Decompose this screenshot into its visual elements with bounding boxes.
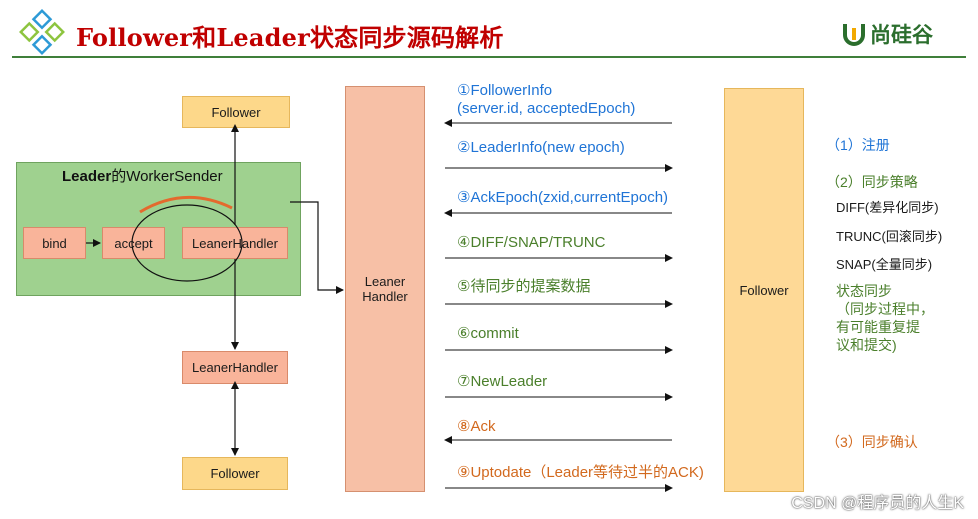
msg-1-line1: ①FollowerInfo [457, 82, 553, 99]
msg-3: ③AckEpoch(zxid,currentEpoch) [457, 189, 669, 206]
note-state-sync-3: 有可能重复提 [836, 319, 920, 335]
follower-top-label: Follower [211, 104, 261, 120]
leaner-handler-outer-box: LeanerHandler [182, 351, 288, 384]
note-trunc: TRUNC(回滚同步) [836, 229, 943, 244]
leaner-handler-inner-box: LeanerHandler [182, 227, 288, 259]
watermark: CSDN @程序员的人生K [791, 495, 964, 512]
note-confirm: （3）同步确认 [826, 434, 918, 450]
page-title: Follower和Leader状态同步源码解析 [76, 23, 504, 52]
note-state-sync-4: 议和提交) [836, 337, 897, 353]
u-logo-icon [843, 24, 865, 46]
accept-label: accept [114, 235, 153, 251]
leaner-handler-column-label-2: Handler [362, 289, 408, 304]
msg-1: ①FollowerInfo (server.id, acceptedEpoch) [457, 82, 635, 118]
leaner-handler-inner-label: LeanerHandler [191, 235, 278, 251]
note-register: （1）注册 [826, 137, 890, 153]
follower-top-box: Follower [182, 96, 290, 128]
follower-bottom-label: Follower [210, 466, 260, 481]
worker-sender-title-bold: Leader [62, 168, 112, 185]
header-divider [12, 56, 966, 58]
follower-column-label: Follower [739, 282, 789, 298]
msg-6: ⑥commit [457, 325, 519, 342]
msg-5: ⑤待同步的提案数据 [457, 278, 591, 295]
bind-box: bind [23, 227, 86, 259]
accept-loop-ellipse [131, 204, 243, 282]
leaner-handler-outer-label: LeanerHandler [191, 360, 278, 375]
msg-4: ④DIFF/SNAP/TRUNC [457, 234, 606, 251]
note-sync-strategy: （2）同步策略 [826, 174, 918, 190]
bind-label: bind [42, 235, 67, 251]
note-snap: SNAP(全量同步) [836, 257, 933, 272]
note-state-sync: 状态同步 （同步过程中， 有可能重复提 议和提交) [836, 282, 934, 354]
diamond-logo-icon [19, 9, 65, 55]
brand: 尚硅谷 [842, 19, 933, 49]
leaner-handler-column-label-1: Leaner [364, 274, 406, 289]
msg-8: ⑧Ack [457, 418, 496, 435]
brand-name: 尚硅谷 [870, 23, 933, 47]
note-state-sync-2: （同步过程中， [836, 301, 934, 317]
worker-sender-title-rest: 的WorkerSender [111, 168, 223, 185]
msg-9: ⑨Uptodate（Leader等待过半的ACK) [457, 464, 704, 481]
follower-column: Follower [724, 88, 804, 492]
follower-bottom-box: Follower [182, 457, 288, 490]
msg-2: ②LeaderInfo(new epoch) [457, 139, 625, 156]
msg-7: ⑦NewLeader [457, 373, 548, 390]
note-diff: DIFF(差异化同步) [836, 200, 939, 215]
handler-to-column-link [290, 201, 344, 294]
orange-curved-arrow [139, 195, 233, 214]
leaner-handler-column: Leaner Handler [345, 86, 425, 492]
worker-sender-title: Leader的WorkerSender [62, 165, 223, 186]
note-state-sync-1: 状态同步 [836, 283, 892, 299]
msg-1-line2: (server.id, acceptedEpoch) [457, 100, 636, 117]
